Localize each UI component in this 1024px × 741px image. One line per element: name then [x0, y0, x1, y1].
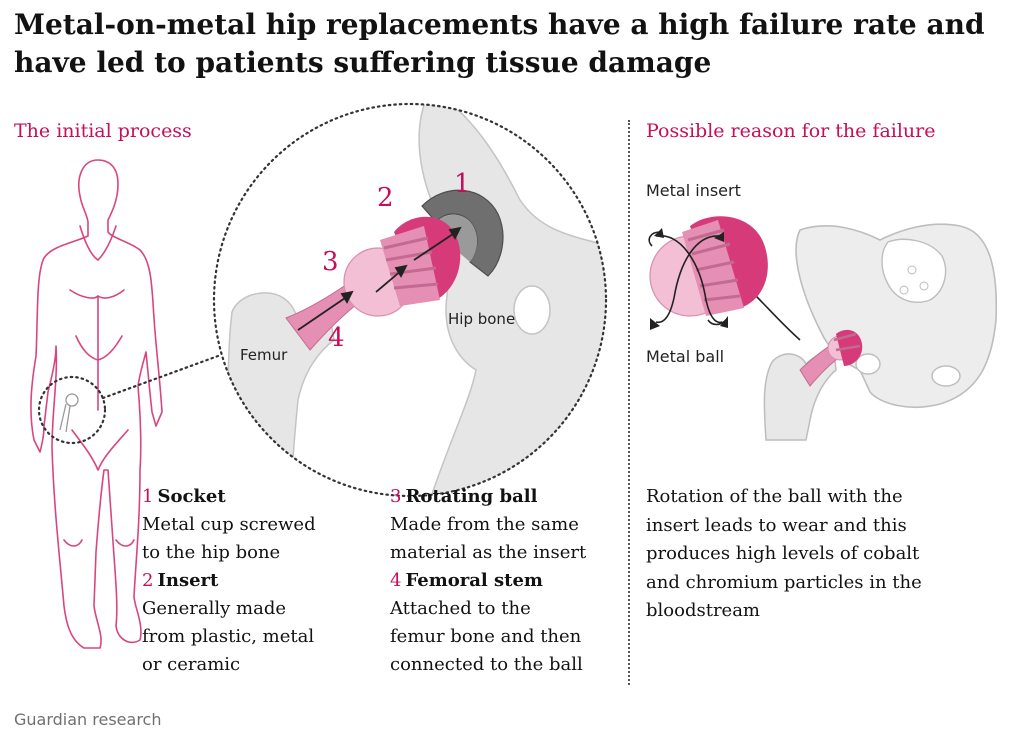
section-divider [628, 120, 630, 685]
number-label-4: 4 [328, 323, 345, 353]
number-label-1: 1 [454, 169, 471, 199]
failure-diagram [648, 216, 998, 441]
legend-title-rotating-ball: Rotating ball [405, 486, 538, 507]
zoom-circle-border [212, 102, 608, 498]
human-body-outline [30, 159, 163, 649]
assembly-arrows [297, 226, 462, 331]
explanation-line-3: produces high levels of cobalt [646, 543, 920, 564]
rotation-arrows [648, 231, 727, 326]
legend-num-1: 1 [142, 486, 154, 507]
explanation-line-5: bloodstream [646, 600, 761, 621]
chart-title: Metal-on-metal hip replacements have a h… [14, 6, 1004, 82]
legend-title-socket: Socket [157, 486, 226, 507]
failure-explanation: Rotation of the ball with the insert lea… [646, 483, 1006, 626]
explanation-line-4: and chromium particles in the [646, 571, 922, 593]
legend-num-2: 2 [142, 570, 154, 591]
metal-ball-label: Metal ball [646, 347, 724, 366]
small-hip-joint-icon [59, 393, 79, 433]
hip-bone-label: Hip bone [448, 310, 515, 328]
legend-ball-desc-2: material as the insert [390, 542, 587, 563]
legend-stem-desc-2: femur bone and then [390, 626, 582, 647]
title-line-2: have led to patients suffering tissue da… [14, 46, 712, 79]
legend-insert-desc-3: or ceramic [142, 654, 241, 675]
legend-num-3: 3 [390, 486, 402, 507]
legend-ball-desc-1: Made from the same [390, 514, 579, 535]
source-credit: Guardian research [14, 710, 162, 729]
number-label-2: 2 [377, 183, 394, 213]
legend-num-4: 4 [390, 570, 402, 591]
hip-bone-hole [513, 285, 551, 335]
section-heading-initial-process: The initial process [14, 120, 192, 142]
legend-title-femoral-stem: Femoral stem [405, 570, 543, 591]
zoom-connector-line [101, 354, 220, 400]
legend-socket-desc-2: to the hip bone [142, 542, 281, 563]
hip-bone-shape [418, 104, 606, 496]
title-line-1: Metal-on-metal hip replacements have a h… [14, 8, 985, 41]
legend-socket-desc-1: Metal cup screwed [142, 514, 316, 535]
metal-insert-label: Metal insert [646, 181, 741, 200]
legend-insert-desc-1: Generally made [142, 598, 286, 619]
body-hip-focus-circle [37, 375, 107, 445]
detail-connector-curve [755, 295, 801, 341]
number-label-3: 3 [322, 247, 339, 277]
zoomed-hip-view [227, 104, 606, 496]
legend-stem-desc-3: connected to the ball [390, 654, 583, 675]
socket-metal-cup [421, 189, 504, 277]
femur-label: Femur [240, 346, 288, 364]
explanation-line-2: insert leads to wear and this [646, 514, 907, 536]
section-heading-failure-reason: Possible reason for the failure [646, 120, 936, 142]
legend-stem-desc-1: Attached to the [390, 598, 531, 619]
legend-insert-desc-2: from plastic, metal [142, 626, 315, 647]
legend-title-insert: Insert [157, 570, 219, 591]
insert-shape [380, 216, 461, 306]
explanation-line-1: Rotation of the ball with the [646, 486, 903, 507]
